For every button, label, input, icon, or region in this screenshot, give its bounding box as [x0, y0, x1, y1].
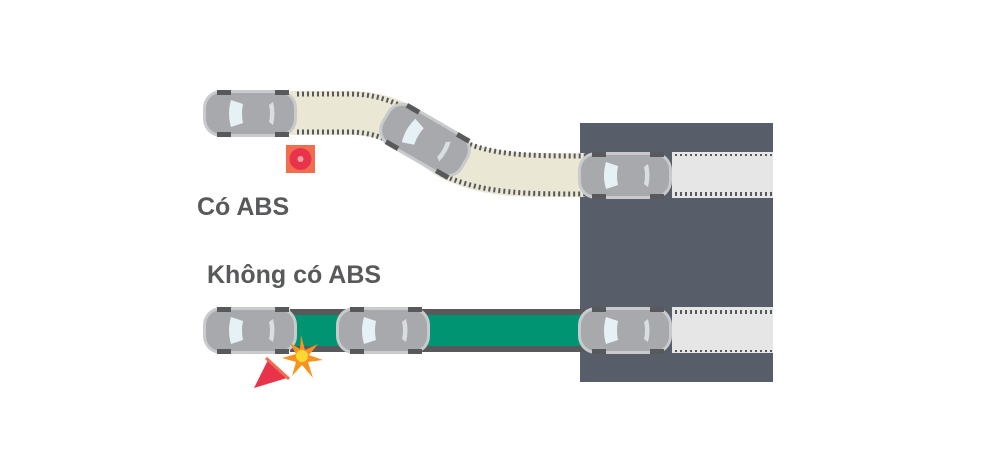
car-noabs-1 [203, 307, 297, 354]
car-noabs-3 [578, 307, 672, 354]
bottom-lane [672, 307, 773, 353]
label-without-abs: Không có ABS [207, 261, 382, 289]
car-abs-3 [578, 152, 672, 199]
collision-burst-icon [282, 335, 323, 378]
no-abs-track [290, 309, 585, 352]
car-noabs-2 [336, 307, 430, 354]
label-with-abs: Có ABS [197, 193, 290, 221]
car-abs-1 [203, 90, 297, 137]
top-lane [672, 152, 773, 198]
obstacle-icon [286, 145, 315, 173]
fallen-cone-icon [254, 356, 291, 388]
